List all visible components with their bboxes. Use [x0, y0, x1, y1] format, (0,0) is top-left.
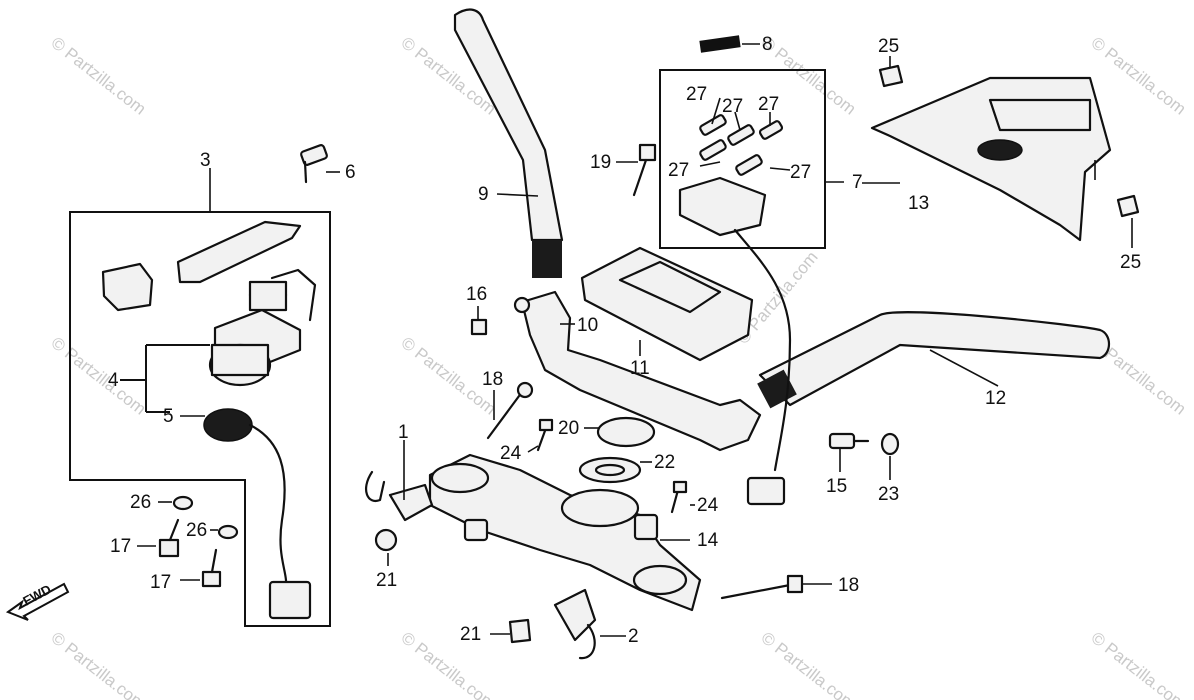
switch-base-part [203, 408, 312, 620]
callout-24a: 24 [500, 443, 522, 464]
callout-14: 14 [697, 530, 719, 551]
bolt-part [878, 64, 904, 88]
label-decal-part [699, 35, 741, 53]
bolt-part [638, 143, 657, 162]
washer-part [578, 456, 642, 484]
watermark: © Partzilla.com [758, 628, 860, 700]
callout-4: 4 [108, 370, 119, 391]
cap-nut-part [374, 528, 398, 552]
callout-9: 9 [478, 184, 489, 205]
washer-part [172, 495, 194, 511]
bolt-part [470, 318, 488, 336]
bolt-part [828, 432, 856, 450]
watermark: © Partzilla.com [398, 628, 500, 700]
handlebar-holder-part [580, 246, 754, 362]
callout-7: 7 [852, 172, 863, 193]
callout-26b: 26 [186, 520, 207, 541]
watermark: © Partzilla.com [48, 33, 150, 119]
bolt-part [670, 488, 680, 514]
screw-part [201, 570, 222, 588]
washer-part [880, 432, 900, 456]
washer-part [217, 524, 239, 540]
callout-18a: 18 [482, 369, 503, 390]
callout-22: 22 [654, 452, 675, 473]
handlebar-part [453, 8, 1111, 452]
watermark: © Partzilla.com [1088, 33, 1190, 119]
callout-17b: 17 [150, 572, 171, 593]
fuses-part [699, 114, 784, 176]
clamp-part [553, 588, 597, 642]
callout-27d: 27 [668, 160, 689, 181]
callout-27b: 27 [722, 96, 743, 117]
callout-17a: 17 [110, 536, 131, 557]
switch-housing-part [678, 176, 792, 506]
key-part [300, 144, 328, 184]
top-bridge-part [428, 453, 702, 612]
callout-27c: 27 [758, 94, 779, 115]
switch-cover-part [176, 220, 302, 284]
callout-1: 1 [398, 422, 409, 443]
callout-25b: 25 [1120, 252, 1141, 273]
callout-23: 23 [878, 484, 899, 505]
ignition-switch-part [208, 268, 317, 387]
callout-24b: 24 [697, 495, 719, 516]
watermark: © Partzilla.com [1088, 628, 1190, 700]
top-cover-part [870, 76, 1112, 242]
callout-12: 12 [985, 388, 1006, 409]
screw-part [158, 538, 180, 558]
bolt-part [486, 390, 524, 440]
callout-16: 16 [466, 284, 487, 305]
callout-6: 6 [345, 162, 356, 183]
callouts: 1 2 3 4 5 6 7 8 9 10 11 12 13 14 15 16 1… [108, 34, 1141, 647]
callout-2: 2 [628, 626, 639, 647]
callout-26a: 26 [130, 492, 151, 513]
callout-8: 8 [762, 34, 773, 55]
cover-block-part [101, 262, 154, 312]
leader-lines [387, 56, 1133, 637]
clamp-part [364, 470, 386, 503]
callout-20: 20 [558, 418, 579, 439]
callout-15: 15 [826, 476, 847, 497]
bolt-part [720, 583, 792, 600]
callout-11: 11 [630, 358, 650, 379]
callout-10: 10 [577, 315, 598, 336]
callout-19: 19 [590, 152, 611, 173]
watermark: © Partzilla.com [48, 333, 150, 419]
bolt-part [1116, 194, 1140, 218]
steering-nut-part [596, 416, 656, 448]
callout-13: 13 [908, 193, 929, 214]
fwd-arrow: FWD [5, 582, 70, 621]
callout-21a: 21 [376, 570, 397, 591]
callout-21b: 21 [460, 624, 481, 645]
cap-nut-part [508, 618, 532, 644]
callout-25a: 25 [878, 36, 899, 57]
group-7-bracket [659, 69, 826, 249]
callout-5: 5 [163, 406, 174, 427]
bolt-part [536, 426, 548, 452]
callout-27e: 27 [790, 162, 811, 183]
watermark: © Partzilla.com [48, 628, 150, 700]
callout-18b: 18 [838, 575, 859, 596]
callout-27a: 27 [686, 84, 707, 105]
callout-3: 3 [200, 150, 211, 171]
group-3-bracket [69, 211, 331, 627]
